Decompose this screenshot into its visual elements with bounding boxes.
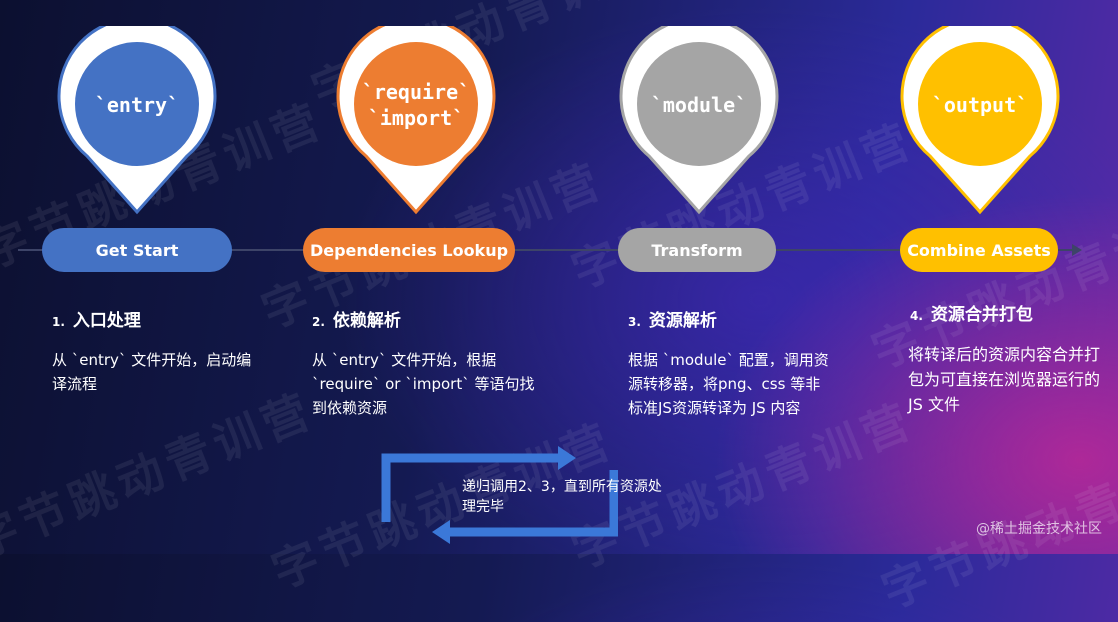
step-title-4: 4. 资源合并打包 — [910, 300, 1033, 325]
pin-entry: `entry` — [57, 26, 217, 216]
map-pin-icon — [336, 26, 496, 215]
step-desc-4: 将转译后的资源内容合并打包为可直接在浏览器运行的 JS 文件 — [908, 345, 1101, 414]
step-number: 3. — [628, 315, 641, 329]
step-title-3: 3. 资源解析 — [628, 306, 717, 331]
loop-arrow-top-head-icon — [558, 446, 576, 470]
step-desc-3: 根据 `module` 配置，调用资源转移器，将png、css 等非标准JS资源… — [628, 351, 829, 417]
pin-require-import: `require` `import` — [336, 26, 496, 216]
watermark: 字节跳动青训营 — [0, 382, 322, 569]
timeline-line — [18, 249, 1074, 251]
stage-pill-get-start: Get Start — [42, 228, 232, 272]
pin-label: `require` `import` — [336, 79, 496, 131]
step-title-1: 1. 入口处理 — [52, 306, 141, 331]
step-title-2: 2. 依赖解析 — [312, 306, 401, 331]
step-desc-1: 从 `entry` 文件开始，启动编译流程 — [52, 351, 252, 393]
pin-label: `entry` — [94, 93, 180, 117]
step-title-text: 入口处理 — [72, 311, 141, 331]
map-pin-icon — [900, 26, 1060, 215]
step-title-text: 资源合并打包 — [930, 305, 1033, 325]
loop-text: 递归调用2、3，直到所有资源处理完毕 — [462, 479, 662, 515]
credit: @稀土掘金技术社区 — [976, 521, 1102, 537]
map-pin-icon — [57, 26, 217, 215]
loop-arrow-bottom-head-icon — [432, 520, 450, 544]
map-pin-icon — [619, 26, 779, 215]
pin-label: `module` — [650, 93, 748, 117]
stage-pill-combine-assets: Combine Assets — [900, 228, 1058, 272]
pin-label-line: `require` — [361, 80, 471, 104]
step-number: 4. — [910, 309, 923, 323]
pin-module: `module` — [619, 26, 779, 216]
pin-output: `output` — [900, 26, 1060, 216]
step-title-text: 资源解析 — [648, 311, 717, 331]
loop-arrow-bottom-icon — [448, 470, 618, 537]
loop-arrows — [381, 446, 618, 544]
step-title-text: 依赖解析 — [332, 311, 401, 331]
pin-label-line: `import` — [367, 106, 465, 130]
loop-arrow-top-icon — [381, 453, 558, 522]
step-number: 1. — [52, 315, 65, 329]
stage-pill-dependencies-lookup: Dependencies Lookup — [303, 228, 515, 272]
step-desc-2: 从 `entry` 文件开始，根据 `require` or `import` … — [312, 351, 535, 417]
stage-pill-transform: Transform — [618, 228, 776, 272]
step-number: 2. — [312, 315, 325, 329]
timeline-arrow-icon — [1072, 244, 1082, 256]
pin-label: `output` — [931, 93, 1029, 117]
